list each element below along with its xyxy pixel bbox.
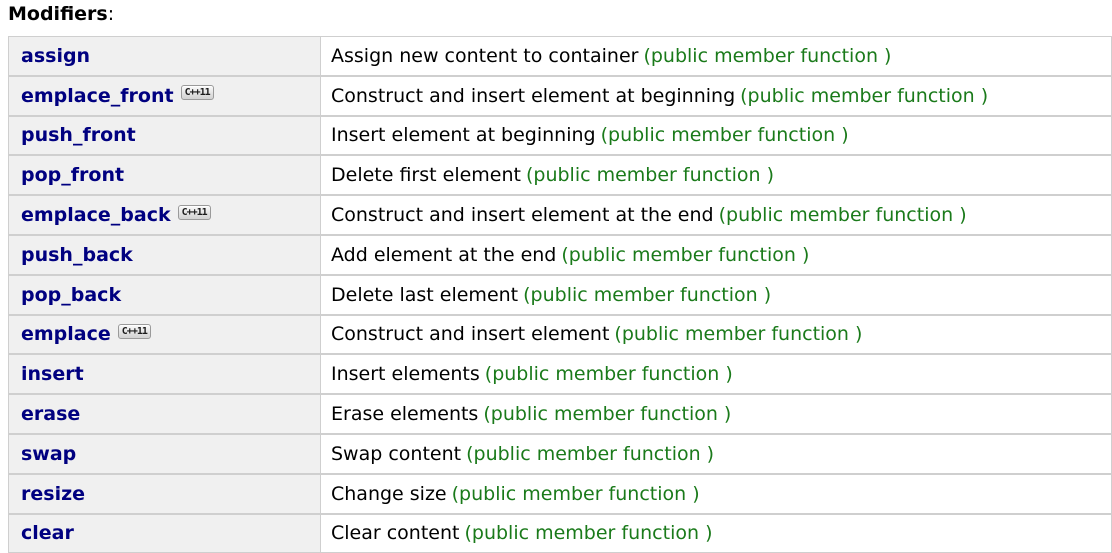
page-title-colon: : — [107, 3, 115, 25]
member-description-cell: Change size(public member function ) — [321, 473, 1112, 514]
table-row: clear Clear content(public member functio… — [8, 513, 1112, 553]
page-title: Modifiers: — [8, 2, 114, 26]
member-description-text: Construct and insert element — [331, 323, 610, 346]
member-name-cell: assign — [8, 36, 321, 76]
cpp11-badge-icon: C++11 — [180, 85, 214, 101]
member-description-cell: Insert elements(public member function ) — [321, 354, 1112, 395]
table-row: pop_front Delete first element(public mem… — [8, 155, 1112, 196]
member-description-cell: Construct and insert element at beginnin… — [321, 75, 1112, 116]
member-description-text: Clear content — [331, 522, 460, 545]
member-description-text: Delete last element — [331, 283, 519, 306]
member-description-cell: Assign new content to container(public m… — [321, 36, 1112, 76]
member-name-cell: pop_front — [8, 155, 321, 196]
member-description-cell: Erase elements(public member function ) — [321, 394, 1112, 434]
member-name-cell: erase — [8, 394, 321, 434]
member-description-text: Insert element at beginning — [331, 124, 596, 147]
member-link-assign[interactable]: assign — [21, 44, 91, 67]
member-name-cell: pop_back — [8, 274, 321, 315]
member-link-clear[interactable]: clear — [21, 522, 74, 545]
member-kind-text: (public member function ) — [483, 403, 732, 426]
member-name-cell: push_front — [8, 115, 321, 156]
member-kind-text: (public member function ) — [643, 44, 892, 67]
member-description-cell: Clear content(public member function ) — [321, 513, 1112, 553]
member-description-text: Construct and insert element at beginnin… — [331, 84, 736, 107]
member-description-text: Insert elements — [331, 363, 480, 386]
table-row: emplace_front C++11 Construct and insert e… — [8, 75, 1112, 116]
member-link-push_front[interactable]: push_front — [21, 124, 136, 147]
page-title-text: Modifiers — [8, 3, 108, 25]
member-link-push_back[interactable]: push_back — [21, 243, 133, 266]
member-kind-text: (public member function ) — [451, 482, 700, 505]
member-link-erase[interactable]: erase — [21, 403, 81, 426]
member-name-cell: emplace_front C++11 — [8, 75, 321, 116]
member-kind-text: (public member function ) — [525, 164, 774, 187]
member-link-swap[interactable]: swap — [21, 442, 77, 465]
member-name-cell: insert — [8, 354, 321, 395]
member-description-text: Add element at the end — [331, 243, 557, 266]
member-kind-text: (public member function ) — [561, 243, 810, 266]
member-kind-text: (public member function ) — [614, 323, 863, 346]
table-row: push_front Insert element at beginning(pu… — [8, 115, 1112, 156]
member-description-cell: Insert element at beginning(public membe… — [321, 115, 1112, 156]
member-description-cell: Construct and insert element at the end(… — [321, 195, 1112, 235]
member-link-pop_front[interactable]: pop_front — [21, 164, 125, 187]
member-kind-text: (public member function ) — [740, 84, 989, 107]
member-kind-text: (public member function ) — [718, 204, 967, 227]
member-kind-text: (public member function ) — [464, 522, 713, 545]
member-kind-text: (public member function ) — [600, 124, 849, 147]
member-name-cell: push_back — [8, 234, 321, 275]
member-description-text: Construct and insert element at the end — [331, 204, 714, 227]
member-link-insert[interactable]: insert — [21, 363, 84, 386]
member-description-cell: Add element at the end(public member fun… — [321, 234, 1112, 275]
table-row: swap Swap content(public member function … — [8, 433, 1112, 474]
table-row: push_back Add element at the end(public m… — [8, 234, 1112, 275]
member-description-text: Assign new content to container — [331, 44, 639, 67]
member-name-cell: swap — [8, 433, 321, 474]
member-link-emplace_back[interactable]: emplace_back — [21, 204, 171, 227]
member-name-cell: clear — [8, 513, 321, 553]
table-row: insert Insert elements(public member func… — [8, 354, 1112, 395]
member-link-resize[interactable]: resize — [21, 482, 86, 505]
member-description-cell: Delete last element(public member functi… — [321, 274, 1112, 315]
cpp11-badge-icon: C++11 — [177, 204, 211, 220]
cpp11-badge-icon: C++11 — [117, 323, 151, 339]
member-kind-text: (public member function ) — [466, 442, 715, 465]
member-kind-text: (public member function ) — [484, 363, 733, 386]
member-description-cell: Swap content(public member function ) — [321, 433, 1112, 474]
table-row: pop_back Delete last element(public membe… — [8, 274, 1112, 315]
member-description-text: Erase elements — [331, 403, 479, 426]
table-row: emplace C++11 Construct and insert element… — [8, 314, 1112, 355]
member-name-cell: emplace_back C++11 — [8, 195, 321, 235]
table-row: emplace_back C++11 Construct and insert el… — [8, 195, 1112, 235]
table-row: resize Change size(public member function… — [8, 473, 1112, 514]
member-name-cell: resize — [8, 473, 321, 514]
table-row: erase Erase elements(public member functi… — [8, 394, 1112, 434]
member-link-emplace[interactable]: emplace — [21, 323, 111, 346]
member-link-pop_back[interactable]: pop_back — [21, 283, 122, 306]
member-description-text: Swap content — [331, 442, 462, 465]
member-kind-text: (public member function ) — [523, 283, 772, 306]
member-link-emplace_front[interactable]: emplace_front — [21, 84, 174, 107]
member-description-cell: Delete first element(public member funct… — [321, 155, 1112, 196]
member-name-cell: emplace C++11 — [8, 314, 321, 355]
member-description-cell: Construct and insert element(public memb… — [321, 314, 1112, 355]
member-description-text: Change size — [331, 482, 447, 505]
table-row: assign Assign new content to container(pu… — [8, 36, 1112, 76]
member-description-text: Delete first element — [331, 164, 521, 187]
